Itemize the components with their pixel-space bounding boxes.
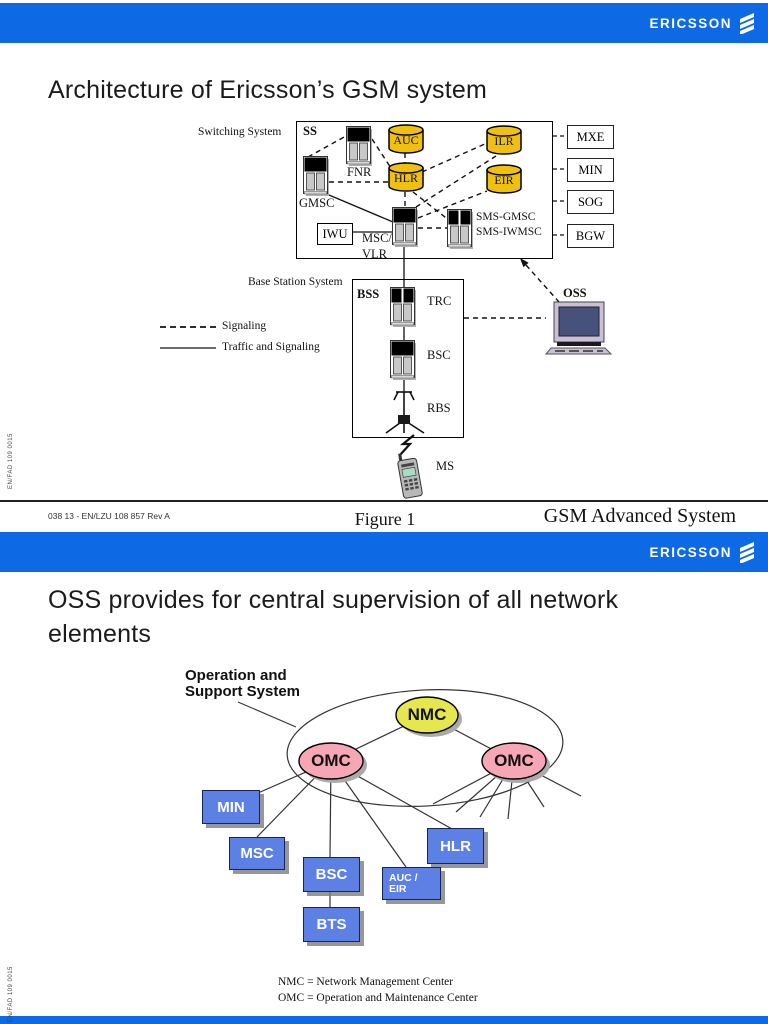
- oss-system-label-line2: Support System: [185, 683, 301, 700]
- bsc-switch-icon: [390, 340, 416, 380]
- base-station-system-box: [352, 279, 464, 438]
- eir-label: EIR: [494, 173, 514, 187]
- fnr-switch-icon: [346, 126, 372, 166]
- rbs-label: RBS: [427, 401, 451, 415]
- footer-rule: [0, 500, 768, 502]
- legend-signaling-label: Signaling: [222, 320, 267, 332]
- slide2-title-line2: elements: [48, 620, 152, 648]
- trc-label: TRC: [427, 294, 452, 308]
- footer-figure-label: Figure 1: [354, 509, 416, 529]
- footer-course-title: GSM Advanced System: [543, 505, 736, 527]
- gmsc-label: GMSC: [299, 196, 335, 210]
- ss-label: SS: [303, 124, 317, 138]
- base-station-system-label: Base Station System: [248, 276, 343, 288]
- side-box-mxe: MXE: [567, 125, 614, 149]
- bsc-node-box: BSC: [303, 857, 360, 892]
- slide1-title: Architecture of Ericsson’s GSM system: [48, 76, 488, 104]
- rbs-antenna-icon: [385, 391, 425, 434]
- min-node-box: MIN: [202, 790, 260, 824]
- hlr-node-box: HLR: [427, 828, 484, 864]
- slide2-header-bar: ERICSSON: [0, 532, 768, 572]
- auc-label: AUC: [393, 133, 419, 147]
- gmsc-switch-icon: [303, 156, 329, 196]
- oss-system-label-line1: Operation and: [185, 667, 287, 684]
- msc-label-line2: VLR: [362, 247, 387, 261]
- ericsson-logo: ERICSSON: [649, 532, 756, 572]
- footer-doc-id: 038 13 - EN/LZU 108 857 Rev A: [48, 511, 170, 521]
- auc-eir-label-line2: EIR: [389, 882, 407, 895]
- trc-switch-icon: [390, 287, 416, 327]
- next-slide-header-bar: [0, 1016, 768, 1024]
- omc-right-oval-label: OMC: [494, 751, 534, 770]
- sms-label-line2: SMS-IWMSC: [476, 226, 542, 238]
- side-box-min: MIN: [567, 158, 614, 182]
- omc-definition: OMC = Operation and Maintenance Center: [278, 992, 478, 1004]
- radio-link-lightning-icon: [399, 434, 415, 456]
- slide2-title-line1: OSS provides for central supervision of …: [48, 586, 619, 614]
- iwu-box: IWU: [317, 223, 353, 245]
- ericsson-logo: ERICSSON: [649, 3, 756, 43]
- msc-vlr-switch-icon: [392, 207, 418, 247]
- nmc-oval-label: NMC: [407, 705, 447, 724]
- slide2-sidebar-code: EN/FAD 109 0015: [8, 966, 14, 1022]
- ericsson-emark-icon: [738, 541, 756, 563]
- auc-eir-label-line1: AUC /: [389, 871, 418, 884]
- omc-left-oval-label: OMC: [311, 751, 351, 770]
- sms-label-line1: SMS-GMSC: [476, 211, 536, 223]
- ms-label: MS: [436, 459, 455, 473]
- ms-phone-icon: [397, 453, 423, 499]
- ericsson-logo-text: ERICSSON: [649, 15, 732, 31]
- side-box-bgw: BGW: [567, 224, 614, 248]
- bss-label: BSS: [357, 287, 380, 301]
- nmc-definition: NMC = Network Management Center: [278, 976, 454, 988]
- bsc-label: BSC: [427, 348, 451, 362]
- slide1-header-bar: ERICSSON: [0, 3, 768, 43]
- side-box-sog: SOG: [567, 190, 614, 214]
- oss-system-label: Operation and Support System: [185, 668, 300, 700]
- hlr-label: HLR: [394, 171, 418, 185]
- msc-label-line1: MSC/: [362, 231, 392, 245]
- ericsson-emark-icon: [738, 12, 756, 34]
- oss-computer-icon: [545, 301, 613, 355]
- switching-system-label: Switching System: [198, 126, 282, 138]
- slide1-sidebar-code: EN/FAD 109 0015: [8, 433, 14, 489]
- auc-eir-node-box: AUC / EIR: [382, 867, 441, 900]
- switching-system-box: [296, 121, 553, 259]
- ericsson-logo-text: ERICSSON: [649, 544, 732, 560]
- legend-traffic-label: Traffic and Signaling: [222, 341, 320, 353]
- ilr-label: ILR: [494, 134, 514, 148]
- msc-node-box: MSC: [229, 837, 285, 870]
- bts-node-box: BTS: [303, 907, 360, 942]
- fnr-label: FNR: [347, 165, 372, 179]
- sms-switch-icon: [447, 209, 473, 249]
- oss-label: OSS: [563, 286, 587, 300]
